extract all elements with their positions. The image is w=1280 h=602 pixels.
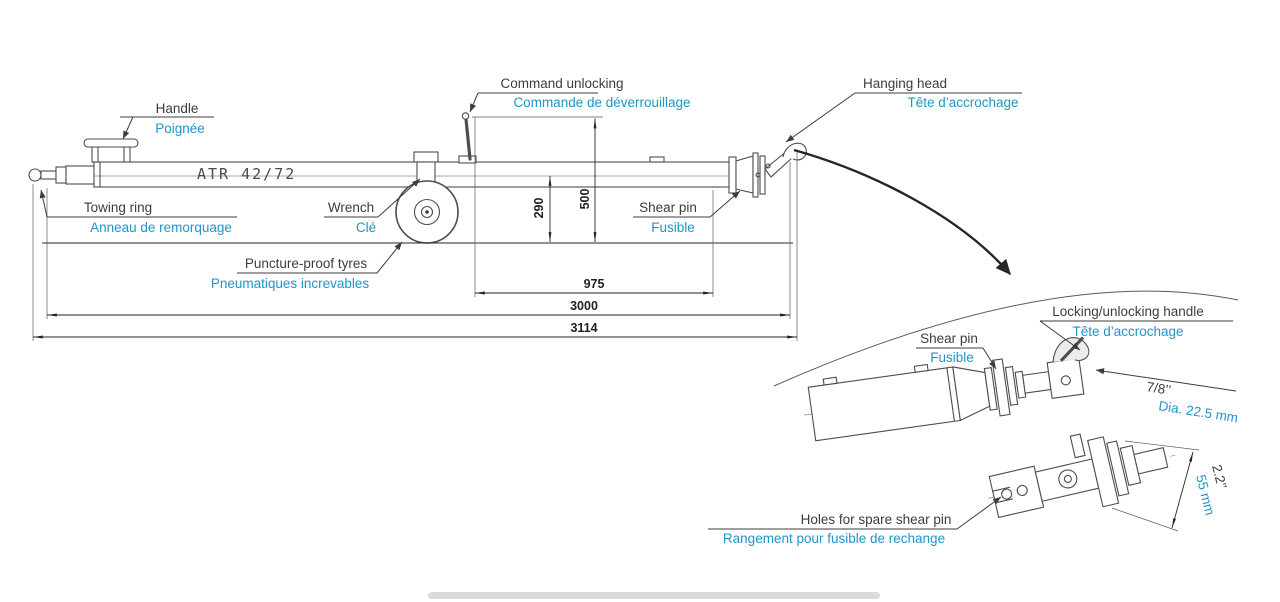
dim-3000-value: 3000 (570, 299, 598, 313)
tyres-label-en: Puncture-proof tyres (245, 256, 368, 271)
locking-handle-label-fr: Tête d’accrochage (1072, 324, 1183, 339)
command-unlocking-label-fr: Commande de déverrouillage (513, 95, 690, 110)
hitch-length-label-en: 2.2’’ (1209, 463, 1229, 490)
towing-ring-label-en: Towing ring (84, 200, 152, 215)
wrench-label-en: Wrench (328, 200, 374, 215)
handle-label-fr: Poignée (155, 121, 205, 136)
spare-holes-leader (956, 496, 1002, 530)
dim-290-value: 290 (532, 198, 546, 219)
hitch-diameter-label-fr: Dia. 22.5 mm (1158, 398, 1240, 425)
horizontal-scrollbar-thumb[interactable] (428, 592, 880, 599)
command-unlocking-leader (469, 92, 479, 113)
hanging-head-label-en: Hanging head (863, 76, 947, 91)
drawbar-tube (65, 156, 731, 188)
dimensions: 290 500 975 3000 3114 (32, 116, 798, 341)
towing-ring-label-fr: Anneau de remorquage (90, 220, 232, 235)
hitch-length-dim-line (1171, 451, 1194, 529)
main-view: ATR 42/72 290 500 975 3000 3114 Handle (28, 76, 1022, 341)
detail-shear-pin-label-en: Shear pin (920, 331, 978, 346)
detail-boundary-arc (773, 290, 1239, 387)
wrench-label-fr: Clé (356, 220, 376, 235)
main-callouts: Handle Poignée Command unlocking Command… (39, 76, 1022, 291)
spare-holes-label-en: Holes for spare shear pin (801, 512, 952, 527)
model-label: ATR 42/72 (197, 165, 296, 183)
locking-handle-label-en: Locking/unlocking handle (1052, 304, 1204, 319)
detail-shear-pin-leader (982, 347, 997, 370)
locking-handle-leader (1039, 320, 1081, 351)
handle-label-en: Handle (156, 101, 199, 116)
hanging-head-leader (785, 92, 856, 143)
hanging-head-part (728, 142, 807, 198)
tyres-label-fr: Pneumatiques increvables (211, 276, 370, 291)
hitch-diameter-label-en: 7/8’’ (1146, 379, 1173, 398)
jockey-wheel (395, 151, 459, 244)
handle-leader (122, 116, 134, 140)
towing-ring-assembly (28, 166, 67, 184)
detail-drawbar-head (804, 336, 1090, 442)
shear-pin-label-fr: Fusible (651, 220, 695, 235)
unlock-lever (458, 112, 477, 164)
shear-pin-leader (709, 190, 741, 218)
towing-ring-leader (39, 189, 48, 218)
dim-975-value: 975 (584, 277, 605, 291)
dim-3114-value: 3114 (570, 321, 597, 335)
detail-callouts: Locking/unlocking handle Tête d’accrocha… (708, 304, 1233, 546)
command-unlocking-label-en: Command unlocking (500, 76, 623, 91)
detail-hitch-assembly (988, 433, 1176, 519)
tyres-leader (376, 241, 403, 274)
dim-500-value: 500 (578, 189, 592, 210)
wrench-leader (377, 178, 421, 218)
handle-part (83, 138, 139, 163)
spare-holes-label-fr: Rangement pour fusible de rechange (723, 531, 945, 546)
shear-pin-label-en: Shear pin (639, 200, 697, 215)
zoom-detail-arrow (793, 148, 1011, 276)
detail-shear-pin-label-fr: Fusible (930, 350, 974, 365)
detail-view: 7/8’’ Dia. 22.5 mm 2.2’’ 55 mm Locking/u… (708, 290, 1240, 546)
hitch-diameter-leader (1095, 368, 1237, 392)
hanging-head-label-fr: Tête d’accrochage (907, 95, 1018, 110)
